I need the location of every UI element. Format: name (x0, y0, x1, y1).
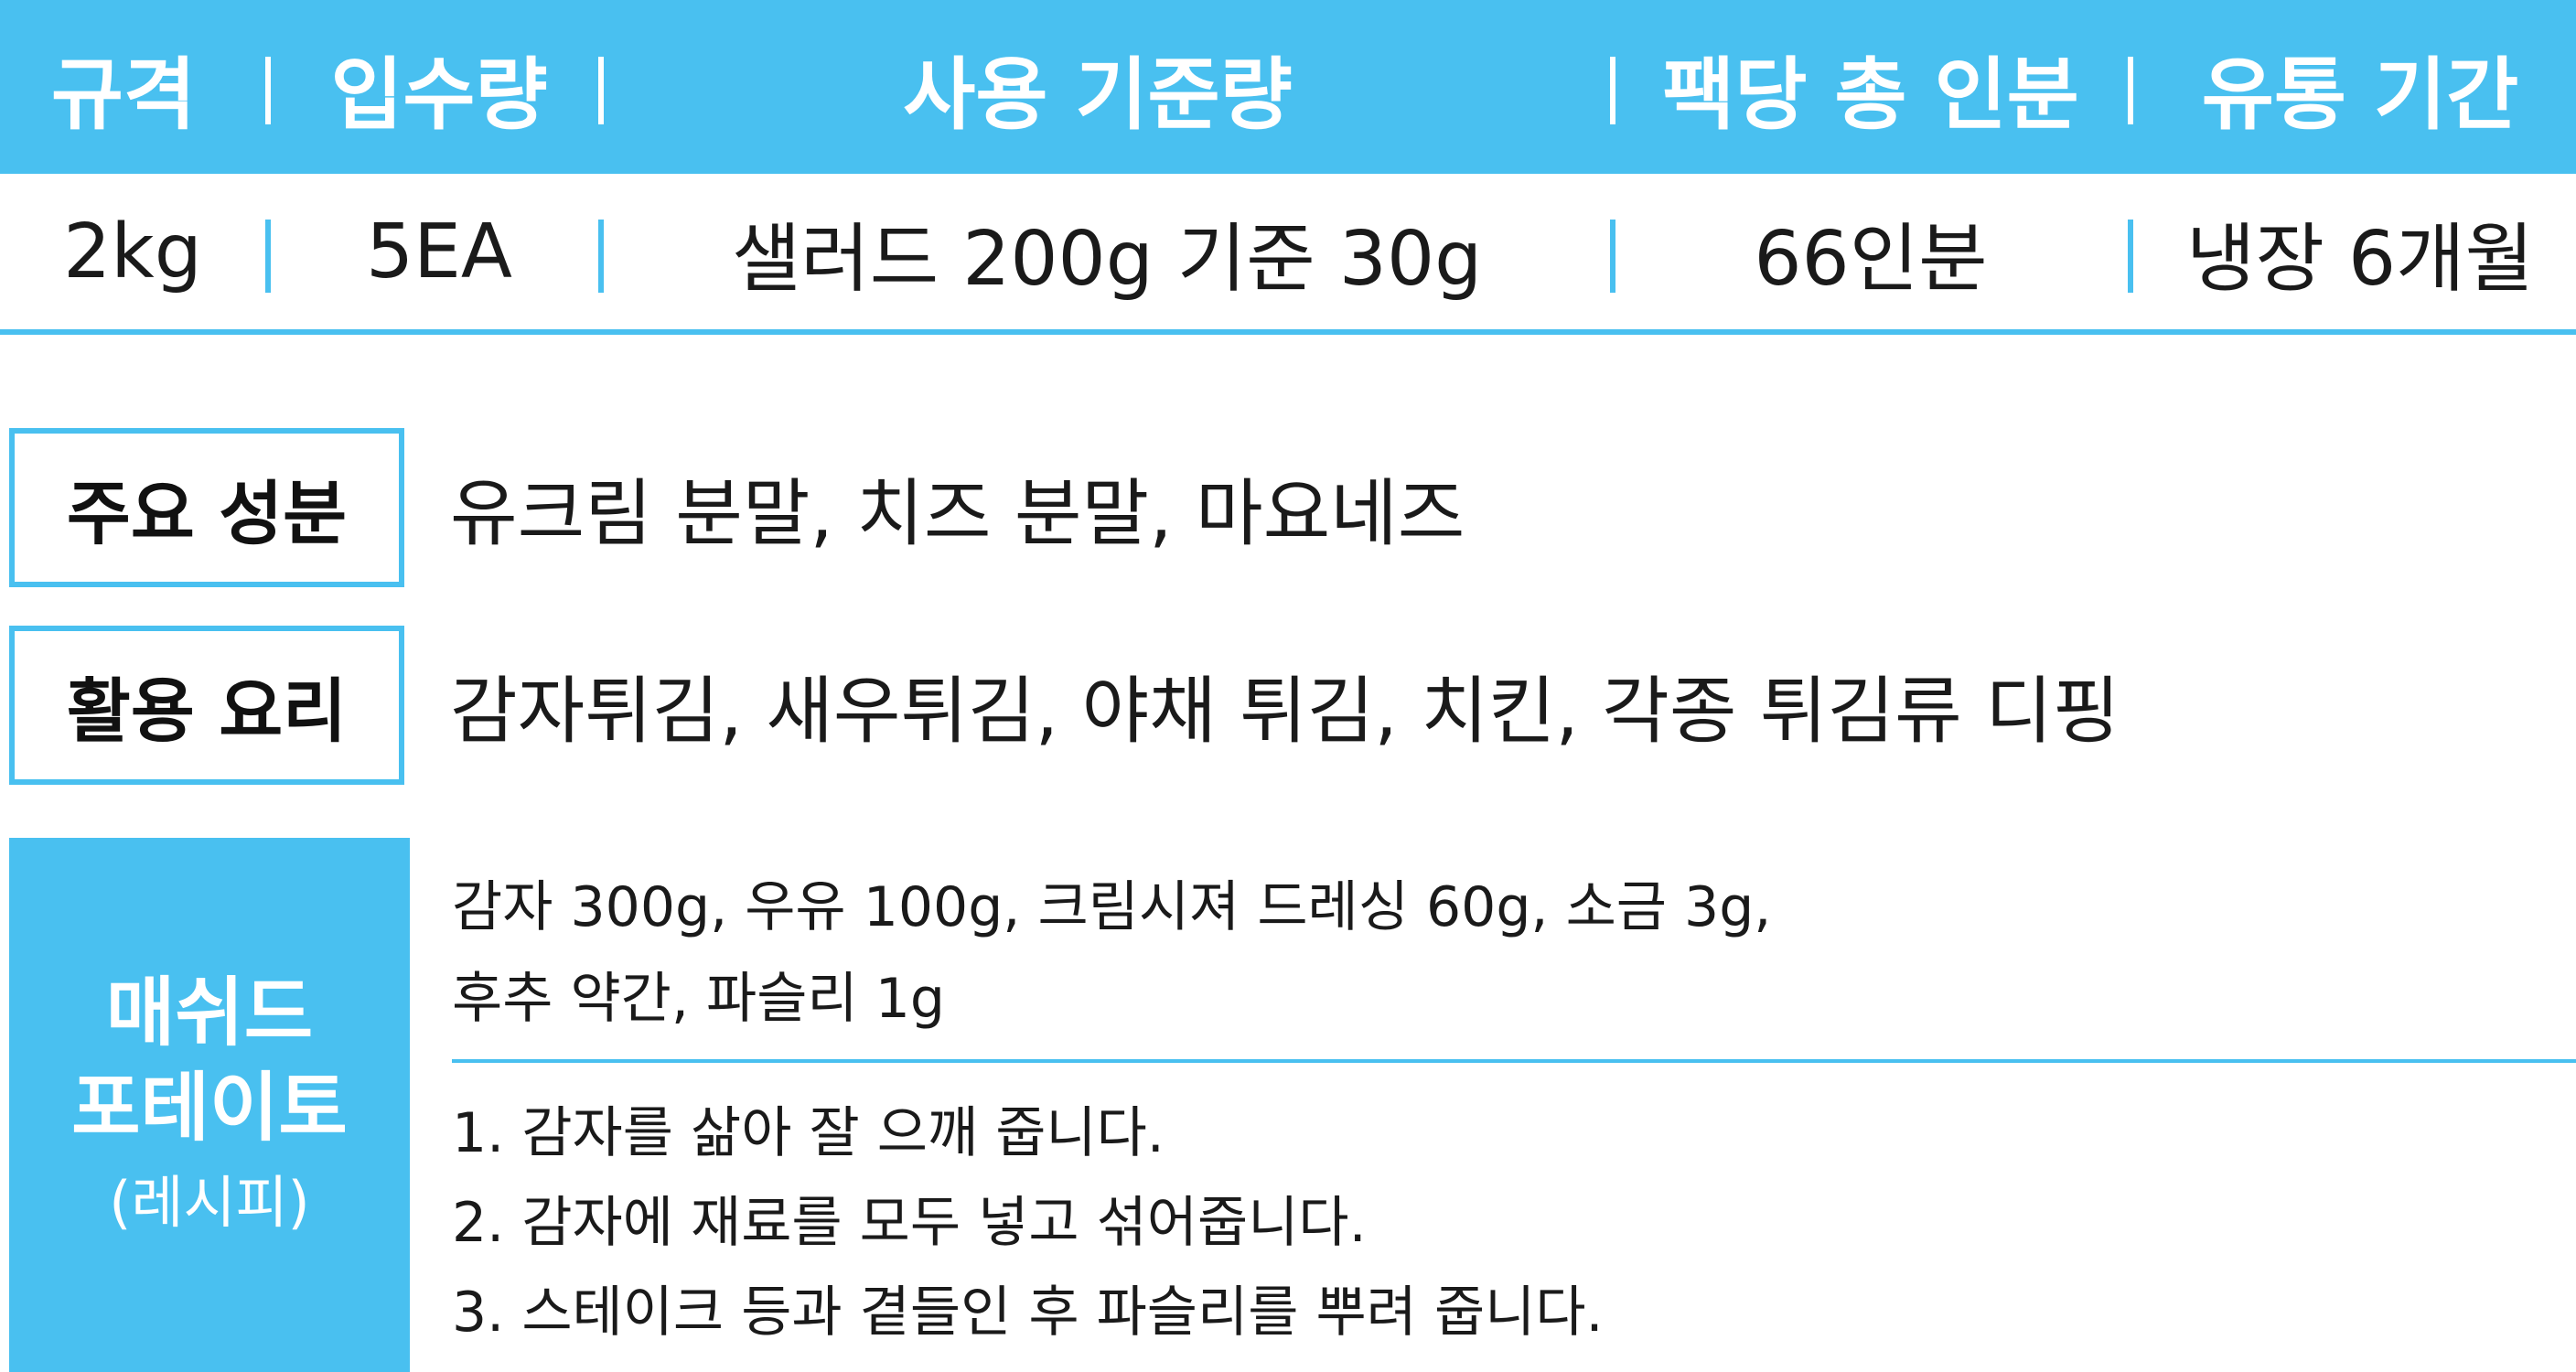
recipe-subtitle: (레시피) (109, 1169, 310, 1236)
header-spec: 규격 (50, 48, 197, 141)
recipe-title-line1: 매쉬드 (105, 970, 314, 1056)
recipe-divider (452, 1059, 2576, 1063)
recipe-label-block: 매쉬드 포테이토 (레시피) (9, 838, 410, 1372)
header-usage-standard: 사용 기준량 (903, 48, 1293, 141)
usage-value: 감자튀김, 새우튀김, 야채 튀김, 치킨, 각종 튀김류 디핑 (450, 669, 2120, 754)
value-separator (1610, 220, 1615, 293)
recipe-step: 1. 감자를 삶아 잘 으깨 줍니다. (452, 1101, 1165, 1165)
value-separator (2128, 220, 2133, 293)
header-servings: 팩당 총 인분 (1662, 48, 2079, 141)
recipe-steps: 1. 감자를 삶아 잘 으깨 줍니다. 2. 감자에 재료를 모두 넣고 섞어줍… (452, 1088, 1604, 1357)
ingredients-label: 주요 성분 (9, 428, 404, 587)
header-quantity: 입수량 (330, 48, 548, 141)
header-separator (598, 57, 604, 124)
ingredients-value: 유크림 분말, 치즈 분말, 마요네즈 (450, 471, 1465, 556)
value-servings: 66인분 (1754, 215, 1988, 303)
header-separator (1610, 57, 1615, 124)
recipe-ingredients: 감자 300g, 우유 100g, 크림시져 드레싱 60g, 소금 3g, 후… (452, 862, 1771, 1045)
recipe-ingredient-line: 후추 약간, 파슬리 1g (452, 967, 945, 1031)
usage-label: 활용 요리 (9, 626, 404, 785)
value-spec: 2kg (63, 208, 202, 295)
value-quantity: 5EA (365, 208, 513, 295)
value-usage-standard: 샐러드 200g 기준 30g (731, 215, 1483, 303)
value-separator (598, 220, 604, 293)
header-shelf-life: 유통 기간 (2201, 48, 2519, 141)
spec-values-row: 2kg 5EA 샐러드 200g 기준 30g 66인분 냉장 6개월 (0, 174, 2576, 335)
header-separator (265, 57, 271, 124)
recipe-step: 2. 감자에 재료를 모두 넣고 섞어줍니다. (452, 1191, 1367, 1255)
recipe-step: 3. 스테이크 등과 곁들인 후 파슬리를 뿌려 줍니다. (452, 1281, 1604, 1345)
recipe-ingredient-line: 감자 300g, 우유 100g, 크림시져 드레싱 60g, 소금 3g, (452, 875, 1772, 939)
value-shelf-life: 냉장 6개월 (2186, 215, 2534, 303)
header-separator (2128, 57, 2133, 124)
spec-header: 규격 입수량 사용 기준량 팩당 총 인분 유통 기간 (0, 0, 2576, 174)
recipe-title-line2: 포테이토 (71, 1065, 348, 1152)
value-separator (265, 220, 271, 293)
